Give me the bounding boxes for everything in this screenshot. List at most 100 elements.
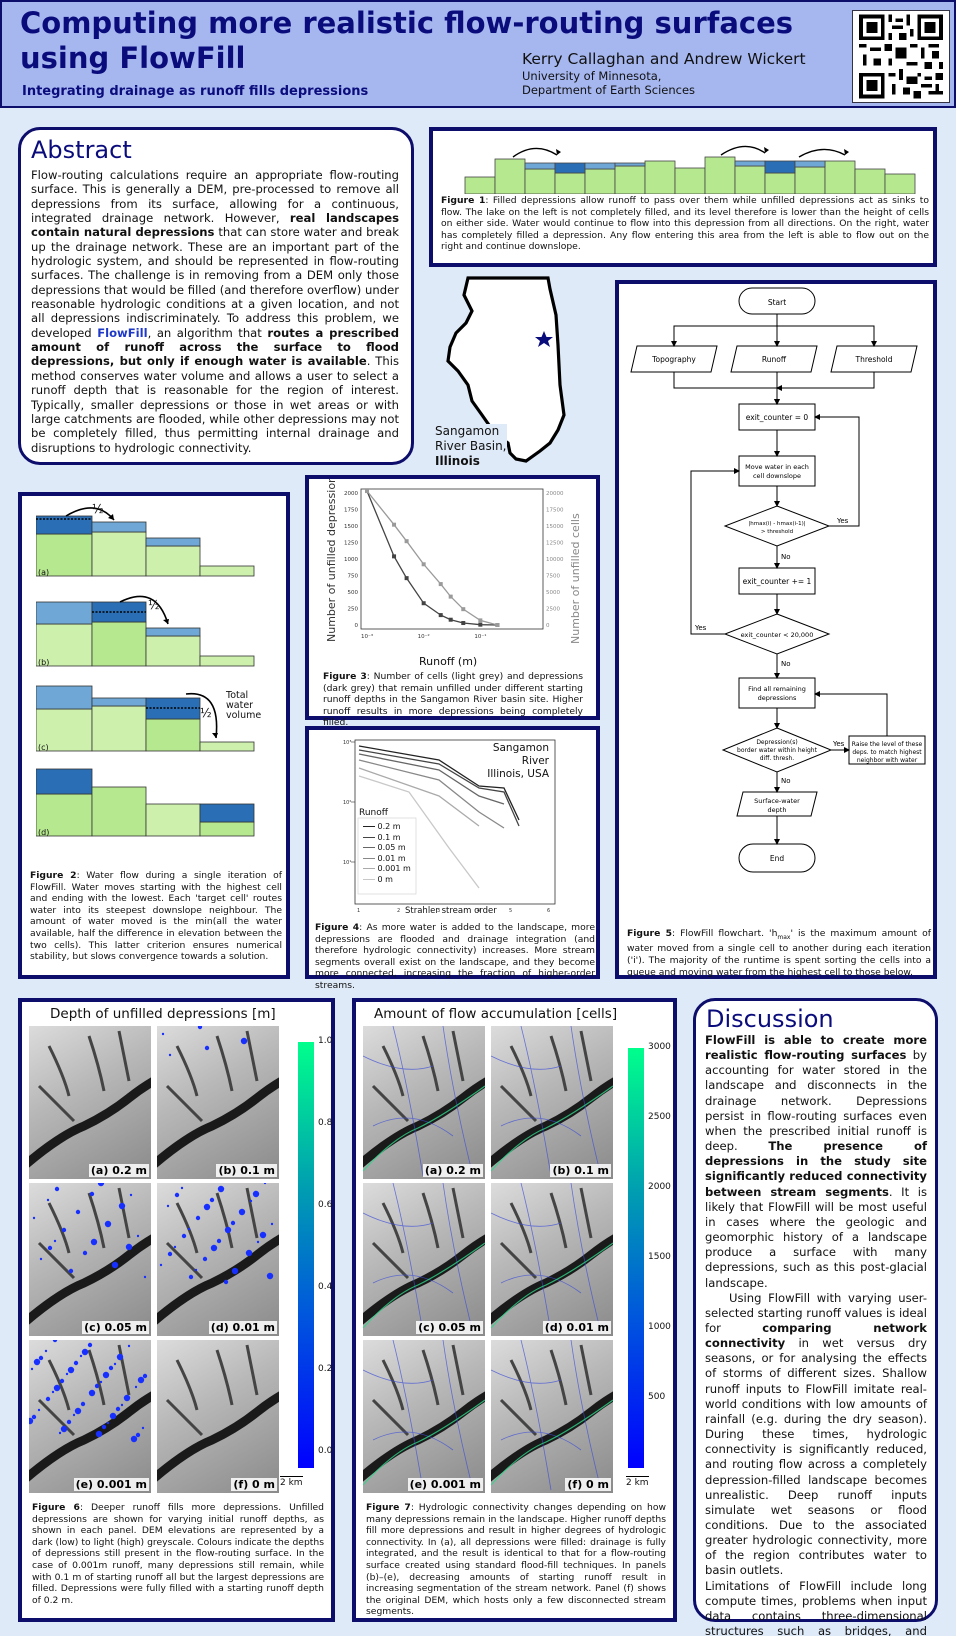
fc-yes-1: Yes bbox=[836, 517, 849, 525]
fc-raise-3: neighbor with water bbox=[857, 757, 918, 764]
fig3-right-tick-7: 17500 bbox=[546, 508, 564, 514]
panel-a-label: (a) bbox=[38, 568, 50, 577]
fc-threshold: Threshold bbox=[855, 355, 893, 364]
fc-raise-2: deps. to match highest bbox=[852, 749, 922, 756]
fig4-series-0.1m bbox=[358, 749, 520, 827]
colorbar-tick-4: 0.2 bbox=[318, 1364, 333, 1374]
panel-d-label: (d) bbox=[38, 828, 50, 837]
fc-topography: Topography bbox=[651, 355, 696, 364]
svg-text:6: 6 bbox=[547, 908, 550, 914]
map-panel-6: (f) 0 m bbox=[491, 1340, 613, 1493]
fig3-right-tick-2: 5000 bbox=[546, 590, 560, 596]
map-label-5: (e) 0.001 m bbox=[407, 1478, 483, 1491]
colorbar-tick-2: 2000 bbox=[648, 1182, 671, 1192]
svg-text:2: 2 bbox=[397, 908, 400, 914]
map-label-2: (b) 0.1 m bbox=[216, 1164, 277, 1177]
fc-runoff: Runoff bbox=[762, 355, 787, 364]
figure-1-caption: Figure 1: Filled depressions allow runof… bbox=[441, 195, 929, 253]
fig3-right-tick-1: 2500 bbox=[546, 607, 560, 613]
fig3-point-0-5 bbox=[448, 617, 453, 622]
fig6-title: Depth of unfilled depressions [m] bbox=[50, 1006, 276, 1022]
colorbar-tick-5: 500 bbox=[648, 1392, 666, 1402]
map-panel-4: (d) 0.01 m bbox=[491, 1183, 613, 1336]
half-label-b: ½ bbox=[148, 598, 160, 612]
poster-subtitle: Integrating drainage as runoff fills dep… bbox=[22, 84, 369, 99]
fig4-series-0.001m bbox=[358, 767, 480, 827]
map-panel-2: (b) 0.1 m bbox=[491, 1026, 613, 1179]
fig3-left-tick-2: 500 bbox=[348, 590, 359, 596]
fig7-title: Amount of flow accumulation [cells] bbox=[374, 1006, 618, 1022]
fc-exit-counter-inc: exit_counter += 1 bbox=[743, 577, 812, 586]
fig3-left-tick-1: 250 bbox=[348, 607, 359, 613]
panel-b-label: (b) bbox=[38, 658, 50, 667]
fc-dep-1: Depression(s) bbox=[756, 739, 797, 746]
figure-5-caption: Figure 5: FlowFill flowchart. 'hmax' is … bbox=[627, 928, 931, 978]
fc-yes-2: Yes bbox=[694, 624, 707, 632]
map-panel-3: (c) 0.05 m bbox=[29, 1183, 151, 1336]
figure-7-panel: Amount of flow accumulation [cells] (a) … bbox=[352, 998, 677, 1622]
discussion-heading: Discussion bbox=[706, 1005, 834, 1033]
fig3-point-1-8 bbox=[495, 623, 500, 627]
fc-cond1-b: > threshold bbox=[761, 529, 793, 535]
fig3-point-1-0 bbox=[365, 489, 369, 494]
fig3-x-tick-2: 10⁻¹ bbox=[474, 633, 486, 640]
abstract-text: Flow-routing calculations require an app… bbox=[31, 168, 399, 455]
svg-text:3: 3 bbox=[437, 908, 440, 914]
fig3-xlabel: Runoff (m) bbox=[419, 655, 478, 668]
fig3-x-tick-1: 10⁻² bbox=[418, 633, 430, 640]
fig3-right-tick-6: 15000 bbox=[546, 524, 564, 530]
svg-text:4: 4 bbox=[477, 908, 480, 914]
figure-2-diagram bbox=[36, 507, 255, 837]
fc-exit-counter-init: exit_counter = 0 bbox=[746, 413, 809, 422]
star-icon bbox=[535, 331, 553, 347]
illinois-map bbox=[446, 276, 566, 463]
fig3-point-0-2 bbox=[404, 576, 409, 581]
svg-text:10³: 10³ bbox=[343, 740, 351, 746]
fc-start: Start bbox=[768, 298, 786, 307]
fig3-ylabel-left: Number of unfilled depressions bbox=[325, 479, 338, 642]
figure-6-panel: Depth of unfilled depressions [m] (a) 0.… bbox=[18, 998, 335, 1622]
map-panel-3: (c) 0.05 m bbox=[363, 1183, 485, 1336]
fc-cond1-a: |hmax(i) - hmax(i-1)| bbox=[748, 521, 805, 527]
map-label-4: (d) 0.01 m bbox=[208, 1321, 277, 1334]
fig3-left-tick-7: 1750 bbox=[344, 508, 358, 514]
fig7-map-grid: (a) 0.2 m(b) 0.1 m(c) 0.05 m(d) 0.01 m(e… bbox=[363, 1026, 613, 1493]
colorbar-tick-0: 1.0 bbox=[318, 1036, 333, 1046]
fig3-right-tick-3: 7500 bbox=[546, 574, 560, 580]
fig3-ylabel-right: Number of unfilled cells bbox=[569, 513, 582, 644]
map-label-6: (f) 0 m bbox=[231, 1478, 277, 1491]
svg-text:10²: 10² bbox=[343, 800, 351, 806]
map-panel-1: (a) 0.2 m bbox=[29, 1026, 151, 1179]
fig3-left-tick-3: 750 bbox=[348, 574, 359, 580]
qr-code-icon bbox=[852, 10, 950, 103]
fig3-left-tick-8: 2000 bbox=[344, 491, 358, 497]
fc-cond2: exit_counter < 20,000 bbox=[741, 631, 814, 639]
fig4-xlabel: Strahler stream order bbox=[405, 906, 497, 916]
half-label-c: ½ bbox=[200, 706, 212, 720]
fc-find-2: depressions bbox=[758, 694, 797, 702]
fc-end: End bbox=[770, 854, 784, 863]
fig3-point-1-2 bbox=[404, 539, 409, 544]
figure-3-caption: Figure 3: Number of cells (light grey) a… bbox=[323, 671, 583, 729]
fig3-left-tick-0: 0 bbox=[355, 623, 359, 629]
colorbar-tick-4: 1000 bbox=[648, 1322, 671, 1332]
fig4-series-0.05m bbox=[358, 753, 505, 805]
fig7-colorbar bbox=[628, 1048, 644, 1468]
fig3-left-tick-5: 1250 bbox=[344, 541, 358, 547]
fig3-point-1-3 bbox=[421, 562, 426, 567]
figure-2-caption: Figure 2: Water flow during a single ite… bbox=[30, 870, 282, 963]
svg-text:1: 1 bbox=[357, 908, 360, 914]
map-label-3: (c) 0.05 m bbox=[82, 1321, 149, 1334]
poster-header bbox=[0, 0, 956, 108]
fc-dep-2: border water within height bbox=[737, 747, 818, 754]
map-panel-5: (e) 0.001 m bbox=[363, 1340, 485, 1493]
discussion-panel: Discussion FlowFill is able to create mo… bbox=[693, 998, 938, 1636]
fc-dep-3: diff. thresh. bbox=[760, 755, 795, 762]
fc-no-1: No bbox=[781, 553, 791, 561]
